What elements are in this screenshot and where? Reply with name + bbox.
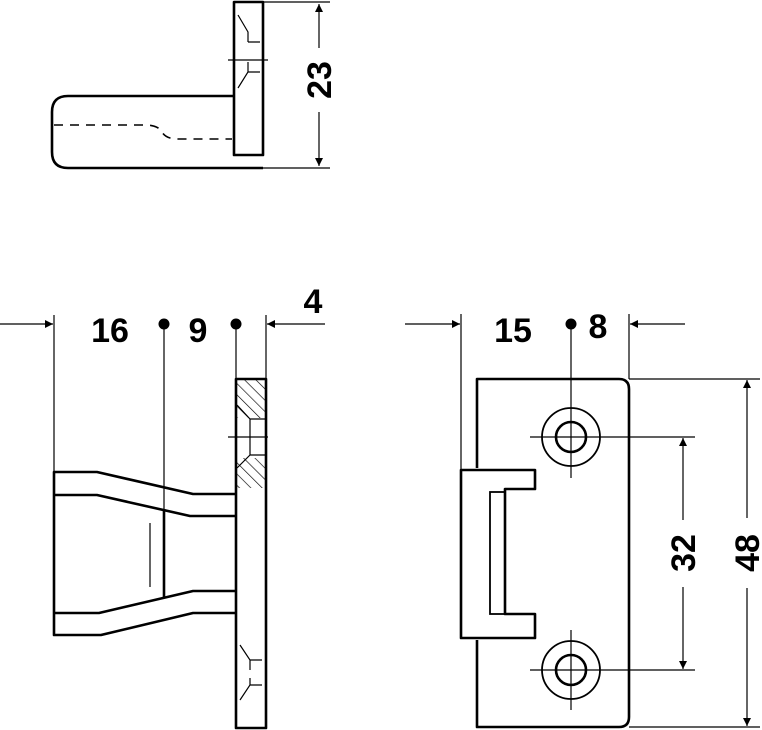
front-view: 15 8 32 48	[405, 308, 762, 729]
top-body	[50, 94, 263, 170]
dimension-23: 23	[301, 61, 339, 99]
side-view: 16 9 4	[0, 283, 325, 730]
front-plate	[475, 377, 631, 729]
top-flange	[232, 0, 265, 157]
dimension-9: 9	[189, 312, 208, 350]
side-flange	[234, 377, 268, 730]
dimension-15: 15	[494, 312, 532, 350]
front-tab	[459, 468, 537, 640]
dimension-32: 32	[665, 534, 703, 572]
side-lower-hole	[239, 644, 262, 701]
side-body-inner	[54, 493, 236, 615]
dimension-8: 8	[589, 308, 608, 346]
top-view: 23	[50, 0, 339, 170]
dimension-48: 48	[729, 534, 762, 572]
dimension-16: 16	[91, 312, 129, 350]
side-hole-section	[228, 404, 268, 469]
dimension-4: 4	[304, 283, 323, 321]
top-screw-hole	[228, 14, 268, 89]
top-hidden-line	[54, 124, 232, 140]
side-body-outer	[52, 470, 236, 637]
